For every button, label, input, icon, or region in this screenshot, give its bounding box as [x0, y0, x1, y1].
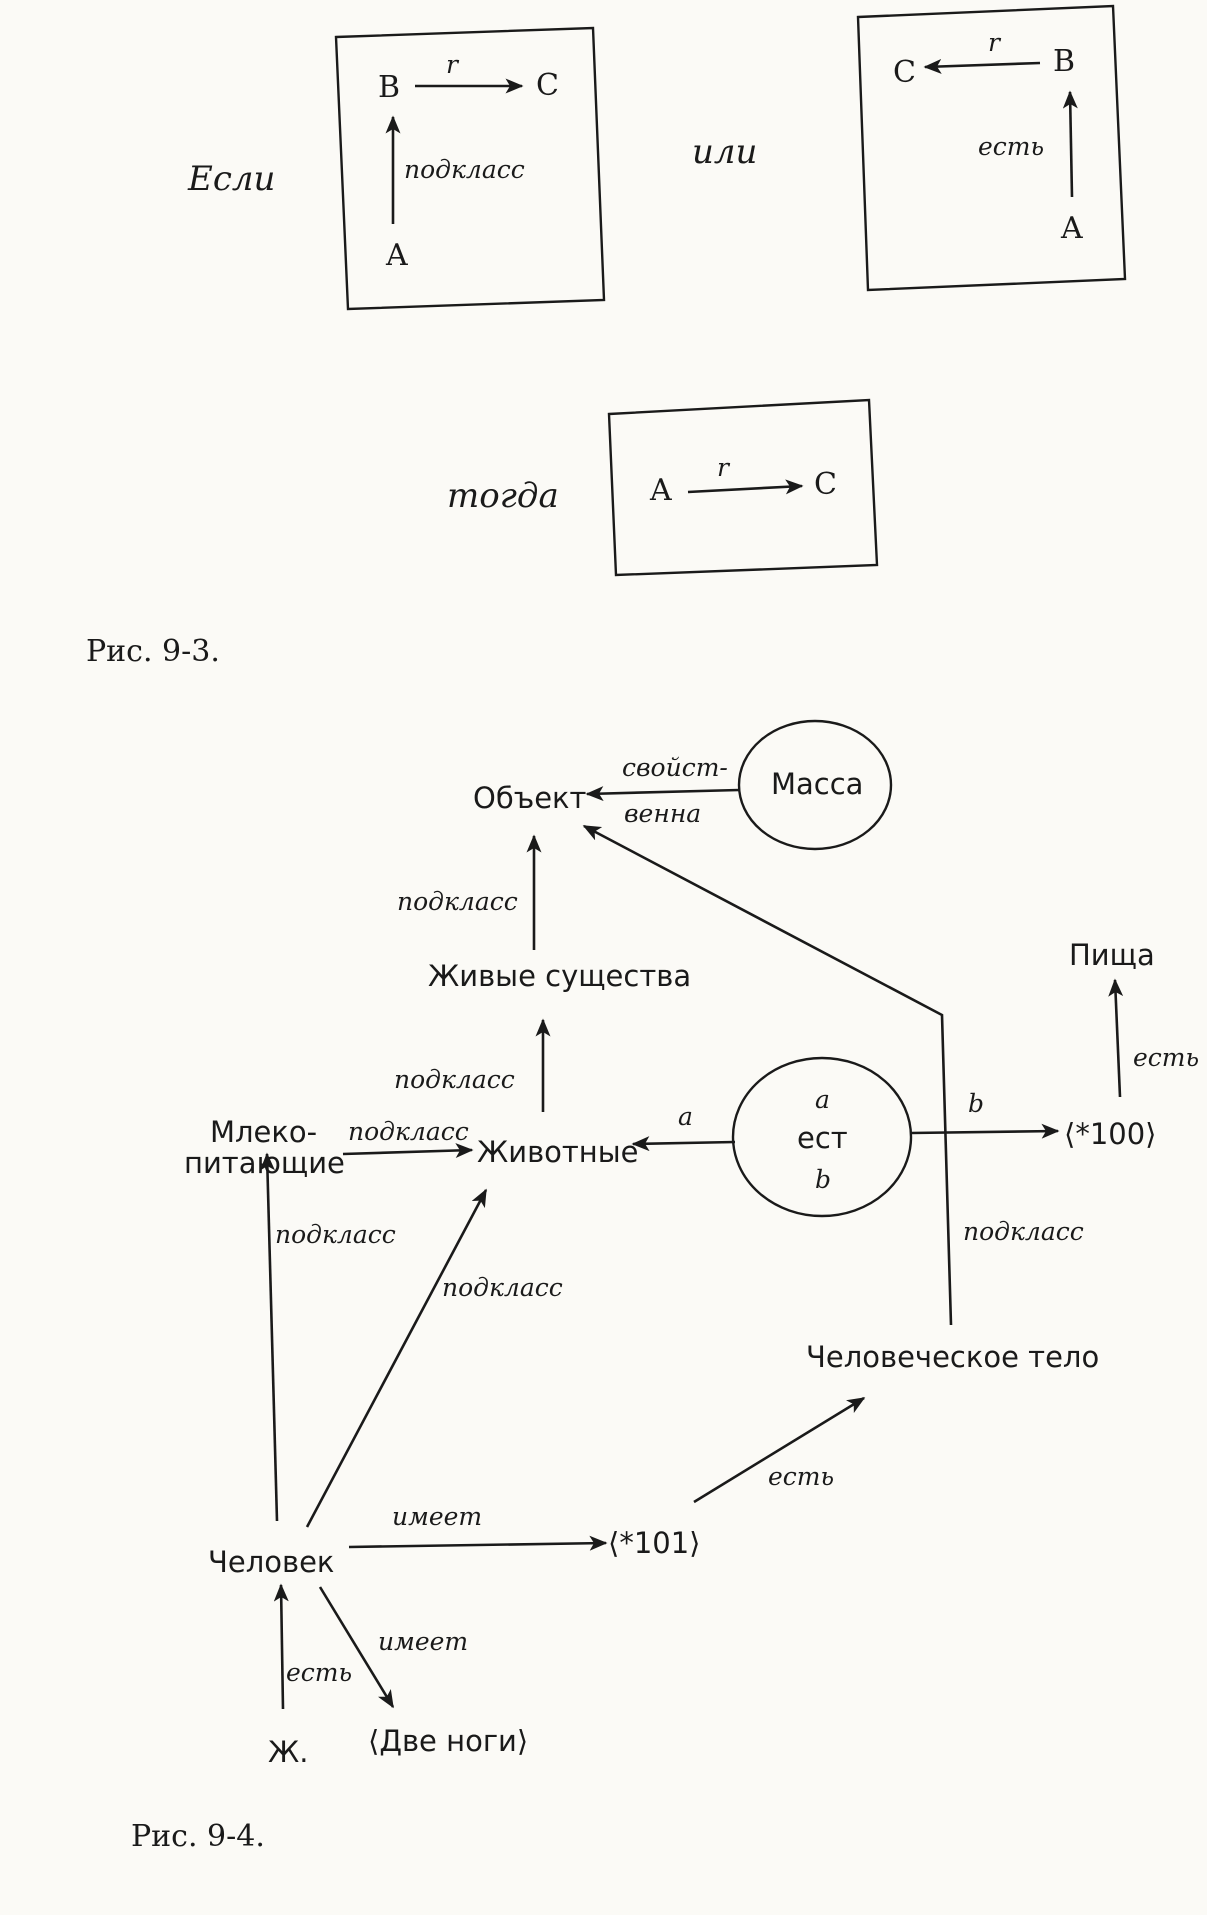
- figure-9-3: Если или тогда B C A r подкласс C B A r …: [86, 4, 1127, 669]
- edge-subclass-label: подкласс: [348, 1117, 469, 1146]
- edge-r-label: r: [717, 453, 731, 482]
- edge-subclass-label: подкласс: [394, 1065, 515, 1094]
- edge-property-label-line1: свойст-: [622, 753, 728, 782]
- node-food: Пища: [1069, 938, 1155, 972]
- node-a: A: [385, 238, 408, 273]
- edge-human-to-animals: [305, 1188, 488, 1528]
- edge-has-label: имеет: [378, 1627, 468, 1656]
- edge-zh-to-human: [273, 1583, 289, 1710]
- node-mass: Масса: [771, 767, 863, 801]
- node-c: C: [536, 68, 559, 103]
- node-eats-circle: [731, 1056, 913, 1218]
- edge-subclass-label: подкласс: [397, 887, 518, 916]
- edge-mammals-to-animals: [342, 1143, 474, 1159]
- edge-subclass-label: подкласс: [442, 1273, 563, 1302]
- or-label: или: [692, 132, 757, 172]
- node-c: C: [893, 55, 916, 90]
- edge-b-to-c: [923, 58, 1041, 74]
- node-b: B: [378, 70, 400, 105]
- figure-9-4: Объект Масса Живые существа Пища Млеко- …: [131, 719, 1199, 1854]
- edge-eats-to-animals: [631, 1136, 736, 1152]
- edge-human-to-mammals: [259, 1152, 279, 1522]
- edge-property-label-line2: венна: [624, 799, 701, 828]
- rule-box-subclass: B C A r подкласс: [334, 26, 606, 311]
- node-c: C: [814, 467, 837, 502]
- node-a: A: [1060, 211, 1083, 246]
- box-frame: [334, 26, 606, 311]
- edge-r-label: r: [988, 28, 1002, 57]
- node-eats-a: a: [815, 1085, 830, 1114]
- edge-arg-b-label: b: [968, 1089, 984, 1118]
- rule-box-is: C B A r есть: [856, 4, 1127, 292]
- rule-box-result: A C r: [607, 398, 879, 577]
- then-label: тогда: [447, 476, 559, 516]
- edge-humanbody-to-object: [582, 824, 953, 1326]
- node-eats-b: b: [815, 1165, 831, 1194]
- node-b: B: [1053, 44, 1075, 79]
- if-label: Если: [187, 159, 275, 199]
- edge-arg-a-label: a: [678, 1102, 693, 1131]
- node-instance-100: ⟨*100⟩: [1064, 1117, 1156, 1151]
- node-zh: Ж.: [268, 1735, 308, 1769]
- node-human-body: Человеческое тело: [806, 1340, 1099, 1374]
- node-mammals-line2: питающие: [184, 1146, 345, 1180]
- edge-has-label: имеет: [392, 1502, 482, 1531]
- node-mass-circle: [737, 719, 893, 851]
- edge-is-label: есть: [978, 132, 1044, 161]
- figure-caption: Рис. 9-4.: [131, 1819, 265, 1854]
- edge-human-to-101: [348, 1535, 608, 1551]
- edge-a-to-b: [1062, 90, 1078, 198]
- edge-subclass-label: подкласс: [404, 155, 525, 184]
- node-instance-101: ⟨*101⟩: [608, 1526, 700, 1560]
- edge-is-label: есть: [1133, 1043, 1199, 1072]
- node-eats: ест: [797, 1121, 848, 1155]
- node-object: Объект: [473, 781, 587, 815]
- edge-mass-to-object: [585, 786, 740, 802]
- node-mammals-line1: Млеко-: [210, 1115, 317, 1149]
- edge-r-label: r: [446, 50, 460, 79]
- box-frame: [856, 4, 1127, 292]
- edge-subclass-label: подкласс: [275, 1220, 396, 1249]
- edge-is-label: есть: [286, 1658, 352, 1687]
- node-a: A: [649, 473, 672, 508]
- node-two-legs: ⟨Две ноги⟩: [368, 1724, 528, 1758]
- node-animals: Животные: [477, 1135, 639, 1169]
- edge-subclass-label: подкласс: [963, 1217, 1084, 1246]
- node-human: Человек: [208, 1545, 334, 1579]
- edge-human-to-twolegs: [318, 1586, 395, 1709]
- box-frame: [607, 398, 879, 577]
- node-living-beings: Живые существа: [428, 959, 691, 993]
- edge-a-to-c: [687, 479, 804, 495]
- edge-100-to-food: [1108, 978, 1124, 1098]
- edge-is-label: есть: [768, 1462, 834, 1491]
- edge-101-to-humanbody: [693, 1396, 866, 1504]
- edge-eats-to-100: [910, 1123, 1060, 1139]
- figure-caption: Рис. 9-3.: [86, 634, 220, 669]
